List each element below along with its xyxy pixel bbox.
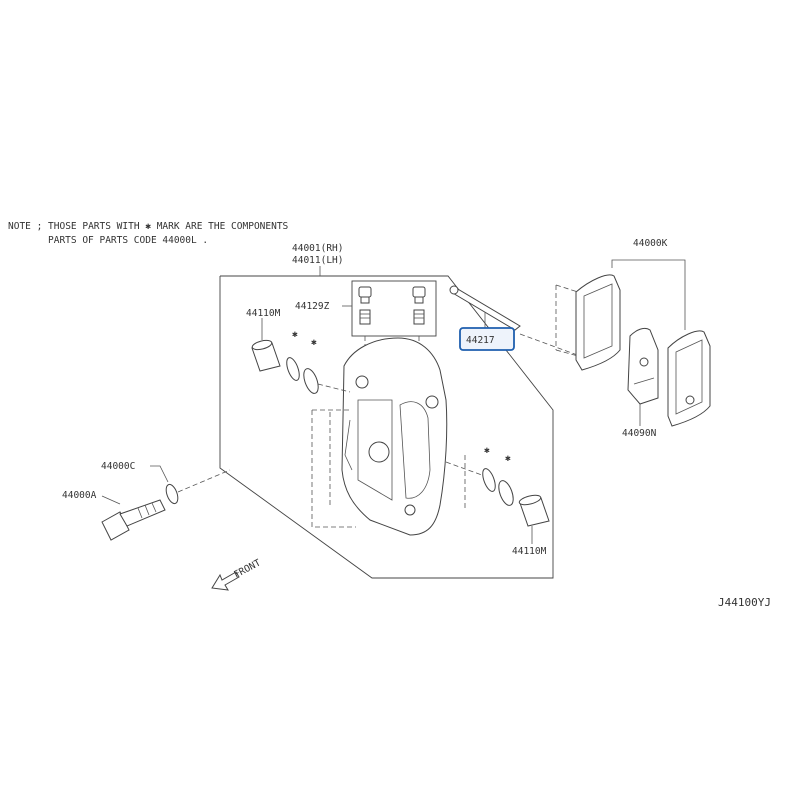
front-arrow-icon: [211, 571, 240, 591]
label-pin[interactable]: 44217: [466, 335, 495, 346]
label-washer[interactable]: 44000C: [101, 461, 135, 472]
seal-mark-left-1: ✱: [292, 329, 298, 340]
seal-mark-left-2: ✱: [311, 337, 317, 348]
note-line-2: PARTS OF PARTS CODE 44000L .: [48, 235, 208, 246]
washer-icon: [165, 483, 179, 505]
piston-seal-left-icon: [286, 357, 300, 381]
caliper-assembly-frame: [219, 275, 554, 579]
bleeder-group-frame: [351, 280, 437, 337]
label-caliper-rh[interactable]: 44001(RH): [292, 243, 343, 254]
anti-squeal-shim-icon: [627, 327, 659, 405]
label-caliper-lh[interactable]: 44011(LH): [292, 255, 343, 266]
diagram-code: J44100YJ: [718, 596, 771, 609]
pin-label-highlight[interactable]: [459, 327, 515, 351]
caliper-body-icon: [341, 337, 448, 536]
seal-mark-right-2: ✱: [505, 453, 511, 464]
label-front: FRONT: [232, 557, 263, 580]
label-bleeder[interactable]: 44129Z: [295, 301, 330, 312]
dust-boot-right-icon: [498, 480, 514, 506]
bleeder-screw-icon: [358, 286, 426, 325]
label-pad-kit[interactable]: 44000K: [633, 238, 668, 249]
brake-pad-outer-icon: [575, 274, 621, 371]
piston-left-icon: [251, 339, 281, 372]
piston-right-icon: [518, 494, 550, 527]
label-piston-left[interactable]: 44110M: [246, 308, 281, 319]
pad-pin-icon: [449, 285, 521, 331]
seal-mark-right-1: ✱: [484, 445, 490, 456]
label-piston-right[interactable]: 44110M: [512, 546, 547, 557]
piston-seal-right-icon: [482, 468, 496, 492]
note-line-1: NOTE ; THOSE PARTS WITH ✱ MARK ARE THE C…: [8, 221, 289, 232]
mounting-bolt-icon: [101, 499, 166, 541]
brake-pad-inner-icon: [667, 330, 711, 427]
label-bolt[interactable]: 44000A: [62, 490, 97, 501]
dust-boot-left-icon: [303, 368, 319, 394]
label-shim[interactable]: 44090N: [622, 428, 657, 439]
